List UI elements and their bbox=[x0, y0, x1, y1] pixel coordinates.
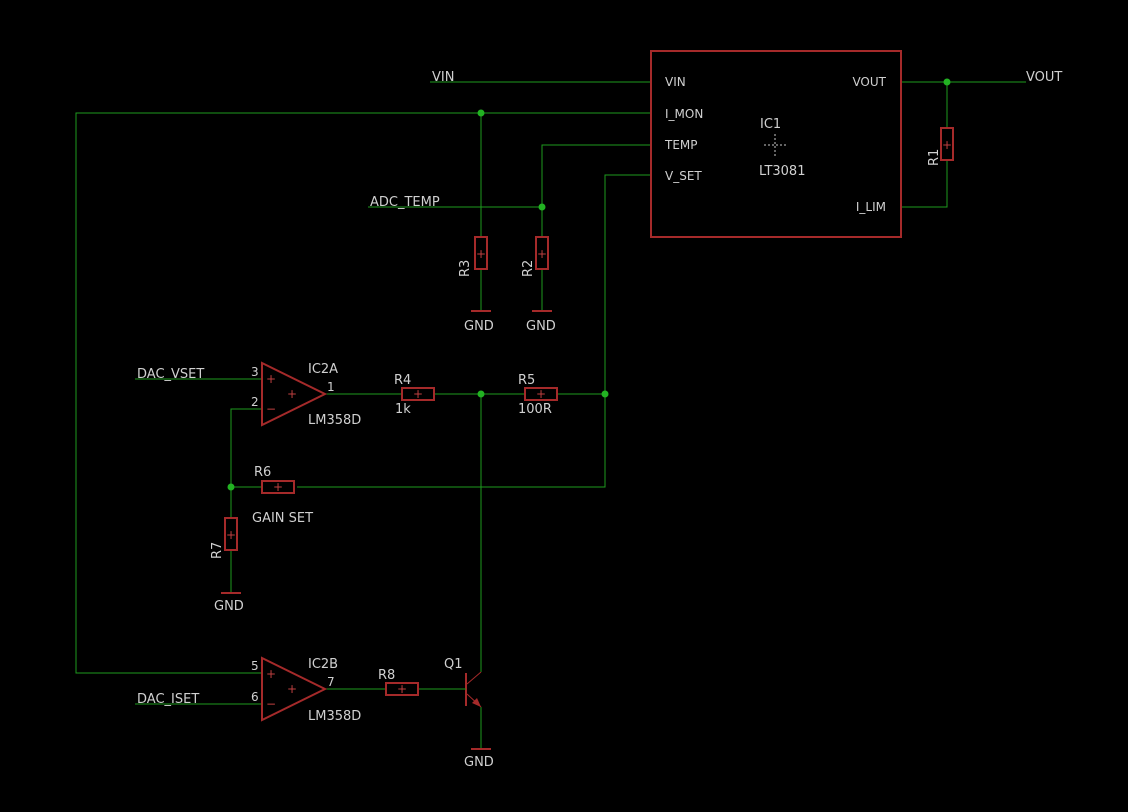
r7-label: R7 bbox=[210, 542, 225, 559]
ic1-body bbox=[650, 50, 902, 238]
gnd-r3-label: GND bbox=[464, 319, 494, 334]
r4-value: 1k bbox=[395, 402, 411, 417]
wire-imon bbox=[75, 112, 650, 674]
wires bbox=[75, 81, 1026, 748]
resistor-r5: + R5 100R bbox=[518, 373, 558, 417]
ic2b-pin-out: 7 bbox=[327, 675, 335, 689]
net-dac-iset-label: DAC_ISET bbox=[137, 692, 199, 707]
ic1-pin-vout: VOUT bbox=[852, 75, 886, 89]
r5-value: 100R bbox=[518, 402, 552, 417]
ic1-pin-ilim: I_LIM bbox=[856, 200, 886, 214]
ic2a-pin-minus: 2 bbox=[251, 395, 259, 409]
ic2a-name: IC2A bbox=[308, 362, 338, 377]
q1-name: Q1 bbox=[444, 657, 463, 672]
ic1-name: IC1 bbox=[760, 117, 781, 132]
opamp-ic2a: + − + 3 2 1 IC2A LM358D bbox=[251, 361, 361, 428]
r1-plus: + bbox=[942, 138, 952, 152]
junction-vset bbox=[601, 390, 609, 398]
gnd-symbols: GND GND GND GND bbox=[214, 310, 556, 770]
resistor-r6: + R6 bbox=[254, 465, 295, 494]
ic2b-minus-sign: − bbox=[266, 697, 276, 711]
r4-body bbox=[401, 387, 435, 401]
r8-plus: + bbox=[397, 682, 407, 696]
r8-label: R8 bbox=[378, 668, 395, 683]
resistor-r4: + R4 1k bbox=[394, 373, 435, 417]
transistor-q1: Q1 bbox=[444, 657, 482, 708]
ic2b-value: LM358D bbox=[308, 709, 361, 724]
ic2a-triangle bbox=[261, 361, 328, 427]
r6-body bbox=[261, 480, 295, 494]
ic2b-pin-plus: 5 bbox=[251, 659, 259, 673]
junction-gain bbox=[227, 483, 235, 491]
r4-plus: + bbox=[413, 387, 423, 401]
r4-label: R4 bbox=[394, 373, 411, 388]
net-adc-temp-label: ADC_TEMP bbox=[370, 195, 440, 210]
ic2b-pin-minus: 6 bbox=[251, 690, 259, 704]
resistor-r2: + R2 bbox=[521, 236, 549, 277]
junction-temp bbox=[538, 203, 546, 211]
ic1-value: LT3081 bbox=[759, 164, 805, 179]
opamp-ic2b: + − + 5 6 7 IC2B LM358D bbox=[251, 656, 361, 724]
r8-body bbox=[385, 682, 419, 696]
gnd-q1-label: GND bbox=[464, 755, 494, 770]
r3-body bbox=[474, 236, 488, 270]
wire-temp bbox=[541, 144, 650, 236]
ic2a-center-plus: + bbox=[287, 387, 297, 401]
junction-r4-r5 bbox=[477, 390, 485, 398]
ic1-pin-vin: VIN bbox=[665, 75, 686, 89]
junction-imon bbox=[477, 109, 485, 117]
ic1-pin-imon: I_MON bbox=[665, 107, 703, 121]
net-vout-label: VOUT bbox=[1026, 70, 1062, 85]
r7-plus: + bbox=[226, 528, 236, 542]
ic1: VIN I_MON TEMP V_SET VOUT I_LIM IC1 LT30… bbox=[650, 50, 902, 238]
resistor-r7: + R7 bbox=[210, 517, 238, 559]
r5-plus: + bbox=[536, 387, 546, 401]
ic2a-value: LM358D bbox=[308, 413, 361, 428]
resistor-r3: + R3 bbox=[458, 236, 488, 277]
r6-plus: + bbox=[273, 480, 283, 494]
resistor-r1: + R1 bbox=[927, 127, 954, 166]
resistor-r8: + R8 bbox=[378, 668, 419, 696]
ic2b-triangle bbox=[261, 656, 328, 722]
junction-vout bbox=[943, 78, 951, 86]
ic2b-plus-sign: + bbox=[266, 667, 276, 681]
ic2a-minus-sign: − bbox=[266, 402, 276, 416]
net-dac-vset-label: DAC_VSET bbox=[137, 367, 204, 382]
ic2a-pin-out: 1 bbox=[327, 380, 335, 394]
r3-label: R3 bbox=[458, 260, 473, 277]
r3-plus: + bbox=[476, 247, 486, 261]
ic1-origin-cross bbox=[764, 134, 786, 156]
r5-body bbox=[524, 387, 558, 401]
r7-body bbox=[224, 517, 238, 551]
wire-r1-bot bbox=[901, 161, 948, 208]
ic2a-plus-sign: + bbox=[266, 372, 276, 386]
gnd-r2-label: GND bbox=[526, 319, 556, 334]
r1-body bbox=[940, 127, 954, 161]
ic2b-center-plus: + bbox=[287, 682, 297, 696]
r2-plus: + bbox=[537, 247, 547, 261]
q1-collector bbox=[466, 671, 482, 685]
r1-label: R1 bbox=[927, 149, 942, 166]
ic2b-name: IC2B bbox=[308, 657, 338, 672]
ic2a-pin-plus: 3 bbox=[251, 365, 259, 379]
r2-label: R2 bbox=[521, 260, 536, 277]
q1-arrow bbox=[472, 698, 481, 707]
gnd-r7-label: GND bbox=[214, 599, 244, 614]
net-gain-set-label: GAIN SET bbox=[252, 511, 313, 526]
net-labels: VIN VOUT ADC_TEMP DAC_VSET DAC_ISET GAIN… bbox=[137, 70, 1062, 707]
ic1-pin-vset: V_SET bbox=[665, 169, 702, 183]
r2-body bbox=[535, 236, 549, 270]
r5-label: R5 bbox=[518, 373, 535, 388]
net-vin-label: VIN bbox=[432, 70, 454, 85]
wire-vset bbox=[297, 174, 650, 488]
ic1-pin-temp: TEMP bbox=[664, 138, 698, 152]
wire-ic2a-minus bbox=[230, 408, 262, 518]
junctions bbox=[227, 78, 951, 491]
r6-label: R6 bbox=[254, 465, 271, 480]
